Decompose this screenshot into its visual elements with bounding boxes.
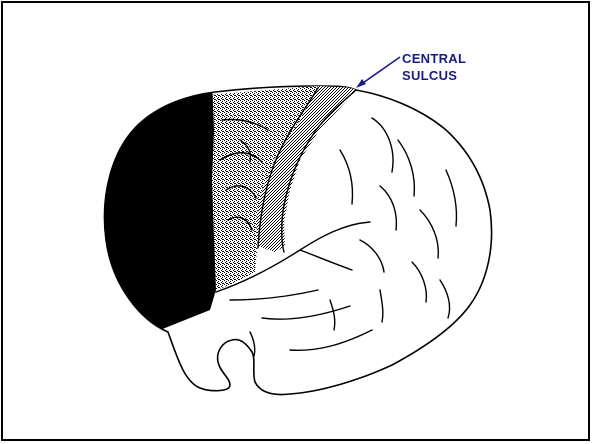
label-line-1: CENTRAL (402, 50, 466, 67)
label-line-2: SULCUS (402, 67, 466, 84)
central-sulcus-arrow (356, 57, 400, 88)
central-sulcus-label: CENTRAL SULCUS (402, 50, 466, 84)
prefrontal-region (100, 80, 216, 340)
